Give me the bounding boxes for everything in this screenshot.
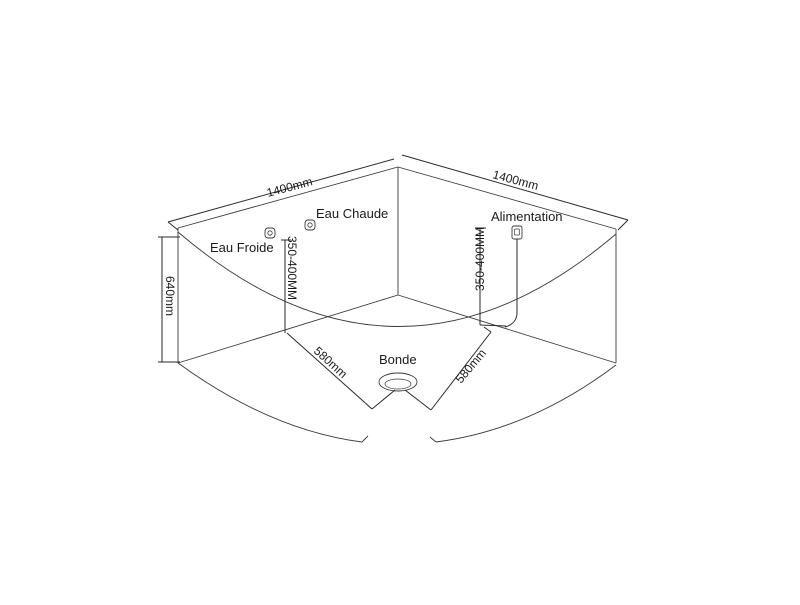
height-dimension: 640mm [158, 236, 180, 363]
drain-distance-left-label: 580mm [311, 344, 350, 381]
dimension-tick [404, 389, 432, 411]
floor-right-edge [397, 294, 617, 364]
hot-water-label: Eau Chaude [316, 206, 388, 221]
supply-height-dimension-left: 350-400MM [281, 236, 299, 333]
hot-water-inlet: Eau Chaude [304, 206, 388, 231]
hot-water-icon [304, 219, 316, 231]
cold-water-label: Eau Froide [210, 240, 274, 255]
power-connector-icon [511, 225, 523, 240]
hot-water-icon-core [307, 222, 313, 228]
dimension-line [286, 332, 373, 410]
drain-distance-right: 580mm [404, 326, 492, 411]
cold-water-icon [264, 227, 276, 239]
drain-icon [378, 372, 418, 392]
dimension-tick-top [483, 326, 492, 333]
power-supply: Alimentation [491, 209, 563, 328]
length-right-label: 1400mm [491, 167, 540, 193]
dimension-tick [371, 389, 396, 410]
drain: Bonde [378, 352, 418, 392]
floor-left-edge [177, 294, 399, 364]
drain-label: Bonde [379, 352, 417, 367]
dimension-line [167, 158, 395, 223]
length-dimension-left: 1400mm [167, 158, 395, 231]
base-front-arc-left [177, 362, 363, 443]
top-right-edge [397, 166, 617, 230]
power-label: Alimentation [491, 209, 563, 224]
rim-front-arc [177, 231, 617, 327]
dimension-tick-bottom [479, 324, 507, 327]
cold-water-icon-core [267, 230, 273, 236]
cold-water-inlet: Eau Froide [210, 227, 276, 255]
power-connector-inner [514, 228, 520, 236]
drain-distance-left: 580mm [286, 332, 396, 410]
tub-outline [177, 166, 617, 443]
dimension-tick [167, 221, 179, 231]
dimension-tick [617, 219, 629, 231]
supply-height-dimension-right: 350-400MM [473, 227, 507, 327]
top-left-edge [177, 166, 399, 229]
height-label: 640mm [163, 276, 177, 316]
drain-inner [384, 378, 412, 390]
dimension-line [430, 331, 492, 411]
supply-height-right-label: 350-400MM [473, 227, 487, 291]
supply-height-left-label: 350-400MM [285, 236, 299, 300]
drain-distance-right-label: 580mm [453, 346, 489, 386]
power-cable [504, 239, 518, 328]
base-front-arc-right [435, 364, 617, 443]
dimension-line [401, 154, 629, 221]
length-left-label: 1400mm [265, 174, 314, 200]
base-notch [361, 435, 437, 443]
